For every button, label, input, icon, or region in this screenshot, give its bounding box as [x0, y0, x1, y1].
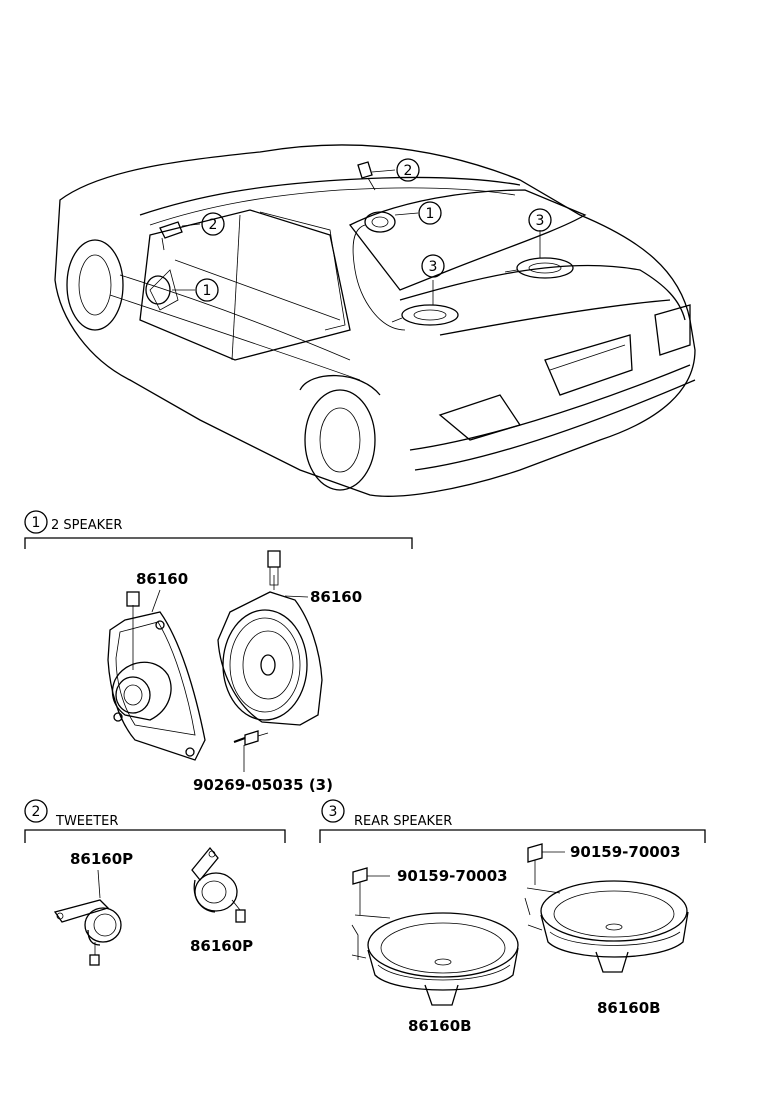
- rear-speaker-86160B-right: [524, 843, 689, 973]
- svg-text:1: 1: [32, 515, 41, 531]
- speaker-86160-left: [107, 591, 206, 761]
- car-illustration: [54, 144, 696, 497]
- leader-speaker-right: [284, 595, 309, 598]
- speaker-86160-right: [217, 550, 323, 726]
- label-screw-90269: 90269-05035 (3): [193, 776, 333, 794]
- svg-text:1: 1: [426, 206, 435, 222]
- svg-text:2: 2: [404, 163, 413, 179]
- label-speaker-left: 86160: [136, 570, 188, 588]
- callout-1-lower: 1: [195, 278, 219, 302]
- rear-speaker-86160B-left: [351, 867, 519, 1006]
- svg-text:1: 1: [203, 283, 212, 299]
- svg-text:2: 2: [209, 217, 218, 233]
- svg-text:3: 3: [329, 804, 338, 820]
- tweeter-86160P-left: [53, 869, 122, 966]
- label-tweeter-right: 86160P: [190, 937, 253, 955]
- svg-text:REAR SPEAKER: REAR SPEAKER: [354, 814, 452, 829]
- tweeter-86160P-right: [191, 846, 246, 923]
- callout-1-upper: 1: [418, 201, 442, 225]
- callout-2-upper: 2: [396, 158, 420, 182]
- section-3-header: 3 REAR SPEAKER: [319, 799, 706, 843]
- label-tweeter-left: 86160P: [70, 850, 133, 868]
- svg-text:2: 2: [32, 804, 41, 820]
- svg-text:TWEETER: TWEETER: [55, 814, 118, 829]
- section-2-header: 2 TWEETER: [24, 799, 286, 843]
- label-rear-screw-right: 90159-70003: [570, 843, 681, 861]
- screw-90269: [233, 730, 269, 772]
- label-speaker-right: 86160: [310, 588, 362, 606]
- callout-3-right: 3: [528, 208, 552, 232]
- label-rear-left: 86160B: [408, 1017, 472, 1035]
- svg-text:3: 3: [536, 213, 545, 229]
- svg-text:3: 3: [429, 259, 438, 275]
- label-rear-right: 86160B: [597, 999, 661, 1017]
- callout-2-lower: 2: [201, 212, 225, 236]
- svg-text:2 SPEAKER: 2 SPEAKER: [51, 518, 122, 533]
- callout-3-left: 3: [421, 254, 445, 278]
- label-rear-screw-left: 90159-70003: [397, 867, 508, 885]
- leader-speaker-left: [151, 589, 161, 613]
- section-1-header: 1 2 SPEAKER: [24, 510, 413, 549]
